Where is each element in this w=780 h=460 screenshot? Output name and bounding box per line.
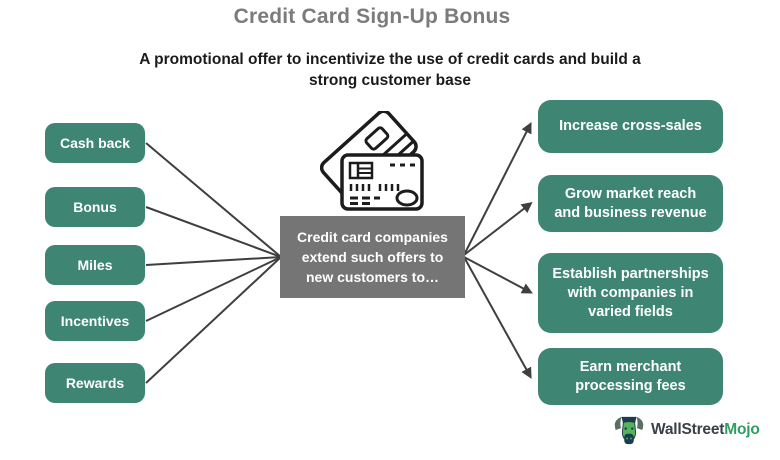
right-box-label: Increase cross-sales <box>559 118 702 134</box>
left-box-label: Cash back <box>59 135 131 151</box>
credit-cards-icon <box>320 111 424 211</box>
center-box: Credit card companies extend such offers… <box>280 216 465 298</box>
arrow-increase-cross-sales <box>463 122 532 256</box>
left-box-label: Bonus <box>73 199 117 215</box>
connector-rewards <box>145 256 282 384</box>
right-box-establish-partnerships: Establish partnerships with companies in… <box>538 253 723 333</box>
logo-text-mojo: Mojo <box>724 421 760 438</box>
left-box-bonus: Bonus <box>45 187 145 227</box>
right-box-increase-cross-sales: Increase cross-sales <box>538 100 723 153</box>
connector-incentives <box>145 256 282 322</box>
connector-miles <box>145 256 282 266</box>
right-box-label: Earn merchant processing fees <box>575 358 686 394</box>
right-box-label: Grow market reach and business revenue <box>554 185 707 221</box>
bull-icon <box>614 416 644 445</box>
subtitle: A promotional offer to incentivize the u… <box>139 51 641 89</box>
arrow-establish-partnerships <box>463 256 533 294</box>
wallstreetmojo-logo: WallStreetMojo <box>612 414 760 446</box>
left-box-label: Rewards <box>65 375 125 391</box>
right-box-earn-merchant-fees: Earn merchant processing fees <box>538 348 723 405</box>
left-box-incentives: Incentives <box>45 301 145 341</box>
left-box-cash-back: Cash back <box>45 123 145 163</box>
left-box-label: Incentives <box>60 313 130 329</box>
right-box-grow-market-reach: Grow market reach and business revenue <box>538 175 723 232</box>
logo-text-wallstreet: WallStreet <box>651 421 725 438</box>
left-box-rewards: Rewards <box>45 363 145 403</box>
connector-cash-back <box>145 142 282 258</box>
logo-text: WallStreetMojo <box>651 421 760 439</box>
arrow-earn-merchant-fees <box>463 256 532 379</box>
left-box-miles: Miles <box>45 245 145 285</box>
left-box-label: Miles <box>77 257 113 273</box>
page-title: Credit Card Sign-Up Bonus <box>233 5 511 28</box>
connector-bonus <box>145 206 282 258</box>
right-box-label: Establish partnerships with companies in… <box>552 265 709 320</box>
center-box-text: Credit card companies extend such offers… <box>297 229 448 285</box>
arrow-grow-market-reach <box>463 201 533 256</box>
